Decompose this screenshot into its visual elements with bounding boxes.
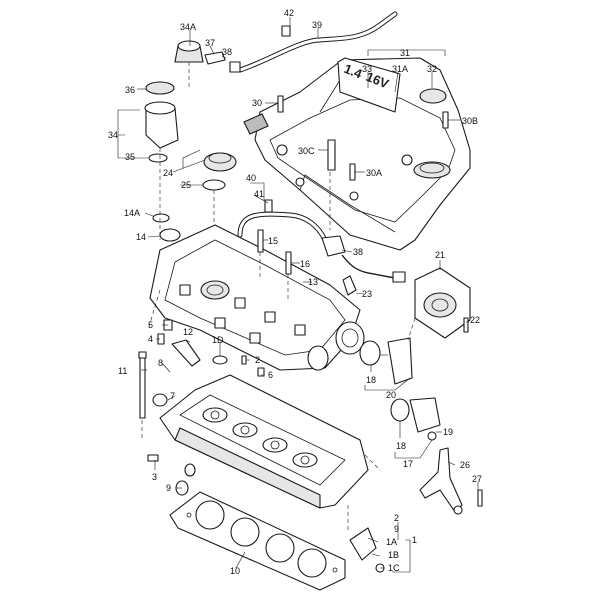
callout-41: 41: [254, 189, 264, 199]
guide-lines: [141, 62, 416, 530]
callout-38-top: 38: [222, 47, 232, 57]
callout-23: 23: [362, 289, 372, 299]
cylinder-head: [152, 374, 369, 509]
callout-1C: 1C: [388, 563, 400, 573]
callout-38-mid: 38: [353, 247, 363, 257]
callout-18-lower: 18: [396, 441, 406, 451]
callout-27: 27: [472, 474, 482, 484]
gaskets-14: [152, 213, 181, 242]
callout-18-upper: 18: [366, 375, 376, 385]
callout-31: 31: [400, 48, 410, 58]
bolt-16: [285, 251, 292, 275]
callout-31A: 31A: [392, 64, 408, 74]
callout-1B: 1B: [388, 550, 399, 560]
callout-3: 3: [152, 472, 157, 482]
callout-37: 37: [205, 38, 215, 48]
callout-30: 30: [252, 98, 262, 108]
seal-and-housing: [359, 337, 441, 441]
cylinder-head-cover: 1.4 16V: [243, 57, 471, 251]
callout-1D: 1D: [212, 335, 224, 345]
callout-9: 9: [394, 524, 399, 534]
callouts: 34A 37 38 42 39 36 34 35 24 25 14A 14 40…: [108, 8, 482, 576]
callout-16: 16: [300, 259, 310, 269]
callout-2-upper: 2: [255, 355, 260, 365]
camshaft-housing: [149, 224, 365, 371]
callout-30C: 30C: [298, 146, 315, 156]
callout-42: 42: [284, 8, 294, 18]
callout-1: 1: [412, 535, 417, 545]
vacuum-pump: [414, 267, 471, 339]
callout-15: 15: [268, 236, 278, 246]
callout-5: 5: [148, 320, 153, 330]
callout-21: 21: [435, 250, 445, 260]
callout-6: 6: [268, 370, 273, 380]
callout-30A: 30A: [366, 168, 382, 178]
callout-12: 12: [183, 327, 193, 337]
callout-7: 7: [170, 391, 175, 401]
callout-26: 26: [460, 460, 470, 470]
breather-hose: [229, 11, 398, 73]
callout-2: 2: [394, 513, 399, 523]
callout-22: 22: [470, 315, 480, 325]
callout-39: 39: [312, 20, 322, 30]
callout-9-left: 9: [166, 483, 171, 493]
callout-24: 24: [163, 168, 173, 178]
callout-36: 36: [125, 85, 135, 95]
leader-lines: [117, 17, 479, 573]
callout-17: 17: [403, 459, 413, 469]
callout-4: 4: [148, 334, 153, 344]
callout-13: 13: [308, 277, 318, 287]
head-bolt-11: [138, 351, 147, 419]
callout-35: 35: [125, 152, 135, 162]
callout-25: 25: [181, 180, 191, 190]
callout-19: 19: [443, 427, 453, 437]
callout-10: 10: [230, 566, 240, 576]
callout-40: 40: [246, 173, 256, 183]
camshaft-sensor: [321, 235, 406, 296]
callout-14A: 14A: [124, 208, 140, 218]
pcv-hose: [237, 199, 328, 243]
callout-20: 20: [386, 390, 396, 400]
callout-1A: 1A: [386, 537, 397, 547]
oil-filler-neck: [144, 40, 226, 163]
callout-8: 8: [158, 358, 163, 368]
head-gasket: [169, 491, 346, 591]
cover-emboss-left: 1.4: [342, 61, 365, 82]
callout-11: 11: [118, 366, 127, 376]
cap-32: [419, 88, 447, 104]
callout-33: 33: [362, 64, 372, 74]
callout-34: 34: [108, 130, 118, 140]
filler-cap: [202, 152, 237, 230]
callout-30B: 30B: [462, 116, 478, 126]
callout-14: 14: [136, 232, 146, 242]
bolt-15: [257, 229, 264, 253]
callout-32: 32: [427, 64, 437, 74]
callout-34A: 34A: [180, 22, 196, 32]
cover-emboss-plate: [337, 57, 401, 113]
